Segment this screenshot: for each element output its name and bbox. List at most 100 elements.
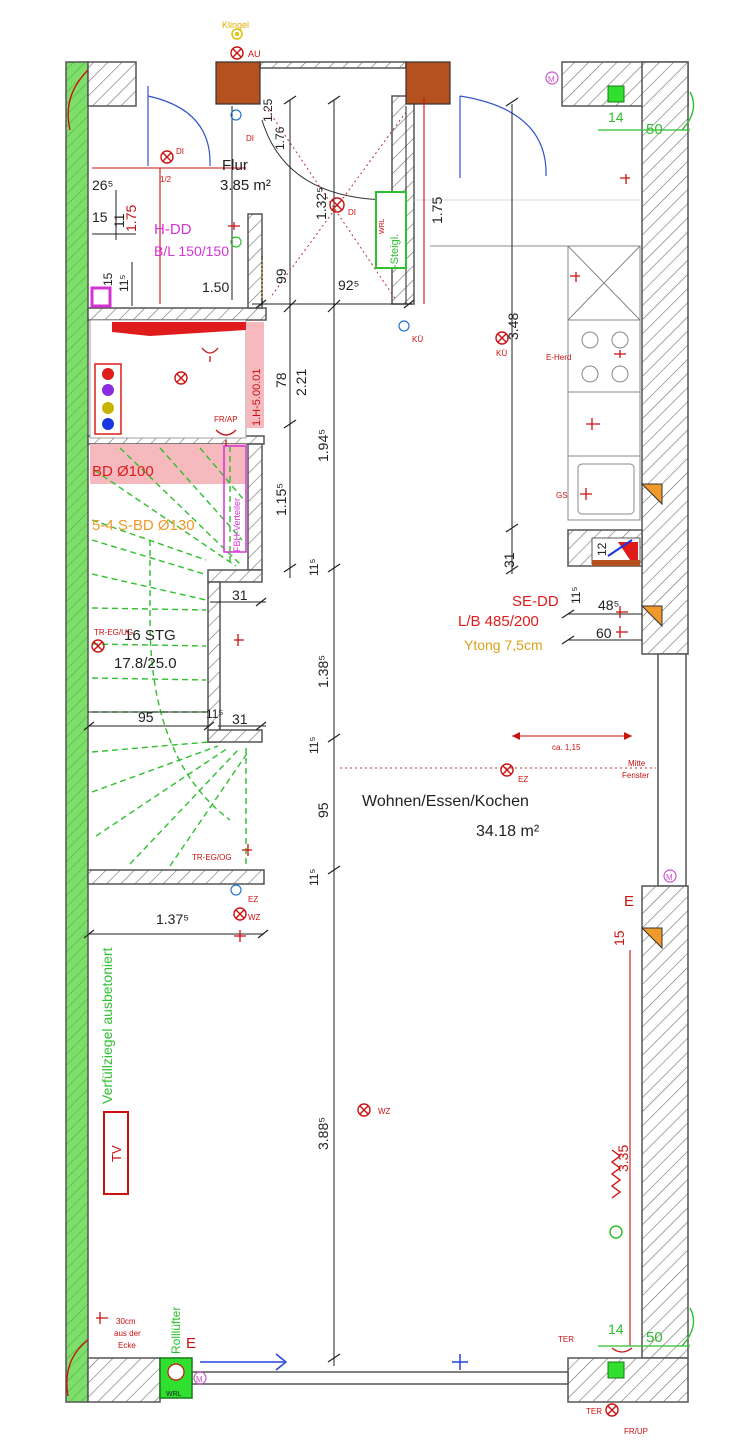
top-wall-left: [87, 61, 137, 107]
stair-core-wall-right: [247, 443, 263, 571]
label-stg: 16 STG: [124, 627, 176, 644]
label-half: 1/2: [160, 175, 172, 184]
dim-348: 3.48: [505, 313, 521, 340]
label-wrl-top: WRL: [379, 218, 386, 234]
label-ytong: Ytong 7,5cm: [464, 637, 543, 653]
label-corner-1: 30cm: [116, 1317, 136, 1326]
green-box-bottom: [607, 1361, 625, 1379]
fbh-verteiler-box: [223, 445, 247, 553]
label-di-hh: DI: [246, 134, 254, 143]
label-wz-main: WZ: [378, 1107, 391, 1116]
dot-red: [102, 368, 114, 380]
dim-925: 92⁵: [338, 277, 359, 293]
kitchen-niche-shelf: [592, 560, 640, 566]
label-fr-ap: FR/AP: [214, 415, 238, 424]
label-wz-stair: WZ: [248, 913, 261, 922]
dim-1325: 1.32⁵: [313, 187, 329, 220]
dim-11: 11: [111, 213, 127, 228]
dim-31b: 31: [232, 711, 248, 727]
stair-core-wall-mid: [207, 569, 263, 583]
red-wedge: [112, 322, 246, 336]
light-symbols: [91, 46, 619, 1417]
green-box-top: [607, 85, 625, 103]
main-room-area: 34.18 m²: [476, 823, 540, 840]
dimension-ticks: [83, 95, 575, 1363]
bd-area: [90, 444, 246, 484]
m-symbol-bottom: M: [196, 1375, 203, 1384]
label-fr-up: FR/UP: [624, 1427, 648, 1436]
dim-176: 1.76: [273, 126, 287, 150]
dim-99: 99: [273, 268, 289, 284]
walls: [65, 61, 689, 1403]
dim-14a: 14: [608, 109, 624, 125]
label-e-herd: E-Herd: [546, 353, 571, 362]
dot-blue: [102, 418, 114, 430]
label-di-center: DI: [348, 208, 356, 217]
label-fbh: FBH-Verteiler: [232, 498, 242, 552]
green-dimensions: [598, 129, 690, 1347]
bottom-wall-right: [567, 1357, 689, 1403]
dim-15: 15: [92, 209, 108, 225]
dim-115: 11⁵: [117, 275, 131, 292]
dim-50b: 50: [646, 1329, 663, 1346]
dim-50a: 50: [646, 121, 663, 138]
room-labels: Flur 3.85 m² Wohnen/Essen/Kochen 34.18 m…: [220, 157, 540, 840]
dim-95h: 95: [138, 709, 154, 725]
label-tv: TV: [109, 1145, 124, 1162]
bottom-window-sill: [191, 1371, 569, 1385]
dot-purple: [102, 384, 114, 396]
label-sedd: SE-DD: [512, 593, 559, 610]
radiator: [610, 1149, 622, 1199]
dot-olive: [102, 402, 114, 414]
dim-335: 3.35: [615, 1145, 631, 1172]
h-level-band: [246, 322, 264, 428]
label-ez-stair: EZ: [248, 895, 258, 904]
tv-box: [103, 1111, 129, 1195]
label-gs: GS: [556, 491, 568, 500]
label-ca: ca. 1,15: [552, 743, 581, 752]
label-ez-main: EZ: [518, 775, 528, 784]
label-fenster: Fenster: [622, 771, 649, 780]
m-symbol-top: M: [548, 75, 555, 84]
dim-115e: 11⁵: [307, 869, 321, 886]
steigleitung-box: [375, 191, 407, 269]
label-mitte: Mitte: [628, 759, 646, 768]
dim-1945: 1.94⁵: [315, 429, 331, 462]
label-verfuell: Verfüllziegel ausbetoniert: [99, 947, 115, 1104]
dim-31a: 31: [232, 587, 248, 603]
bathroom-right-wall: [247, 213, 263, 309]
dim-175b: 1.75: [429, 197, 445, 224]
kitchen: [430, 245, 641, 521]
label-h-level: 1.H-5.00.01: [251, 369, 263, 426]
label-di-top: DI: [176, 147, 184, 156]
dim-78: 78: [273, 372, 289, 388]
label-klingel: Klingel: [222, 20, 249, 30]
dim-115b: 11⁵: [307, 559, 321, 576]
stair-core-wall-low: [207, 729, 263, 743]
dim-175a: 1.75: [123, 205, 139, 232]
window-frame: [657, 653, 687, 887]
red-dimensions: [92, 98, 632, 1346]
label-au: AU: [248, 49, 261, 59]
dim-31k: 31: [501, 552, 517, 568]
label-corner-2: aus der: [114, 1329, 141, 1338]
label-ku-left: KÜ: [412, 335, 423, 344]
label-bd: BD Ø100: [92, 463, 154, 480]
label-ter-outer: TER: [586, 1407, 602, 1416]
top-wall-mid: [259, 61, 407, 69]
main-room-name: Wohnen/Essen/Kochen: [362, 793, 529, 810]
label-sedd-size: L/B 485/200: [458, 613, 539, 630]
stair-wall-bottom: [87, 869, 265, 885]
dim-60: 60: [596, 625, 612, 641]
dim-14b: 14: [608, 1321, 624, 1337]
flur-area: 3.85 m²: [220, 177, 271, 194]
dim-125: 1.25: [261, 98, 275, 122]
label-wrl-bottom: WRL: [166, 1391, 182, 1398]
left-outer-wall: [65, 61, 89, 1403]
label-stg-size: 17.8/25.0: [114, 655, 177, 672]
label-corner-3: Ecke: [118, 1341, 136, 1350]
bottom-wall-left: [87, 1357, 161, 1403]
chimney-right: [405, 61, 451, 105]
m-symbol-right: M: [666, 873, 673, 882]
label-e-bottom: E: [186, 1335, 196, 1352]
